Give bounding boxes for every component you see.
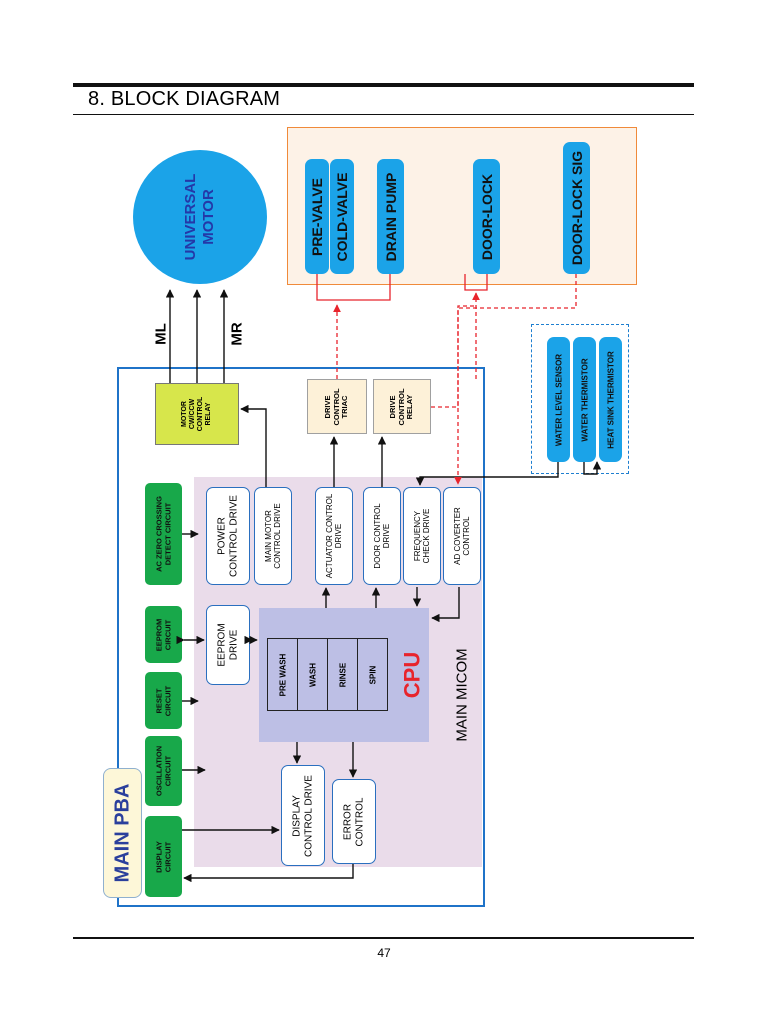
pre-valve-block: PRE-VALVE xyxy=(305,159,329,274)
cold-valve-block: COLD-VALVE xyxy=(330,159,354,274)
heat-sink-thermistor: HEAT SINK THERMISTOR xyxy=(599,337,622,462)
sensor-to-frequency xyxy=(415,462,559,486)
door-lock-sig-block: DOOR-LOCK SIG xyxy=(563,142,590,274)
door-lock-block: DOOR-LOCK xyxy=(473,159,500,274)
error-to-display-circuit xyxy=(183,864,354,883)
footer-rule xyxy=(73,937,694,939)
door-lock-bracket xyxy=(464,274,488,291)
water-level-sensor: WATER LEVEL SENSOR xyxy=(547,337,570,462)
main-motor-to-relay xyxy=(240,404,267,487)
door-lock-sig-to-micom xyxy=(454,274,577,485)
door-relay-route xyxy=(431,305,476,408)
main-pba-label: MAIN PBA xyxy=(103,768,142,898)
valve-bracket xyxy=(316,274,391,301)
cpu-step-rinse: RINSE xyxy=(327,638,358,711)
sensor-to-ad xyxy=(583,461,602,475)
main-pba-frame xyxy=(117,367,485,907)
header-rule-bottom xyxy=(73,114,694,115)
cpu-step-spin: SPIN xyxy=(357,638,388,711)
cpu-step-pre-wash: PRE WASH xyxy=(267,638,298,711)
water-thermistor: WATER THERMISTOR xyxy=(573,337,596,462)
header-rule-top xyxy=(73,83,694,87)
page-title: 8. BLOCK DIAGRAM xyxy=(88,88,281,110)
ad-to-cpu xyxy=(431,587,460,623)
drain-pump-block: DRAIN PUMP xyxy=(377,159,404,274)
page-number: 47 xyxy=(377,946,391,960)
